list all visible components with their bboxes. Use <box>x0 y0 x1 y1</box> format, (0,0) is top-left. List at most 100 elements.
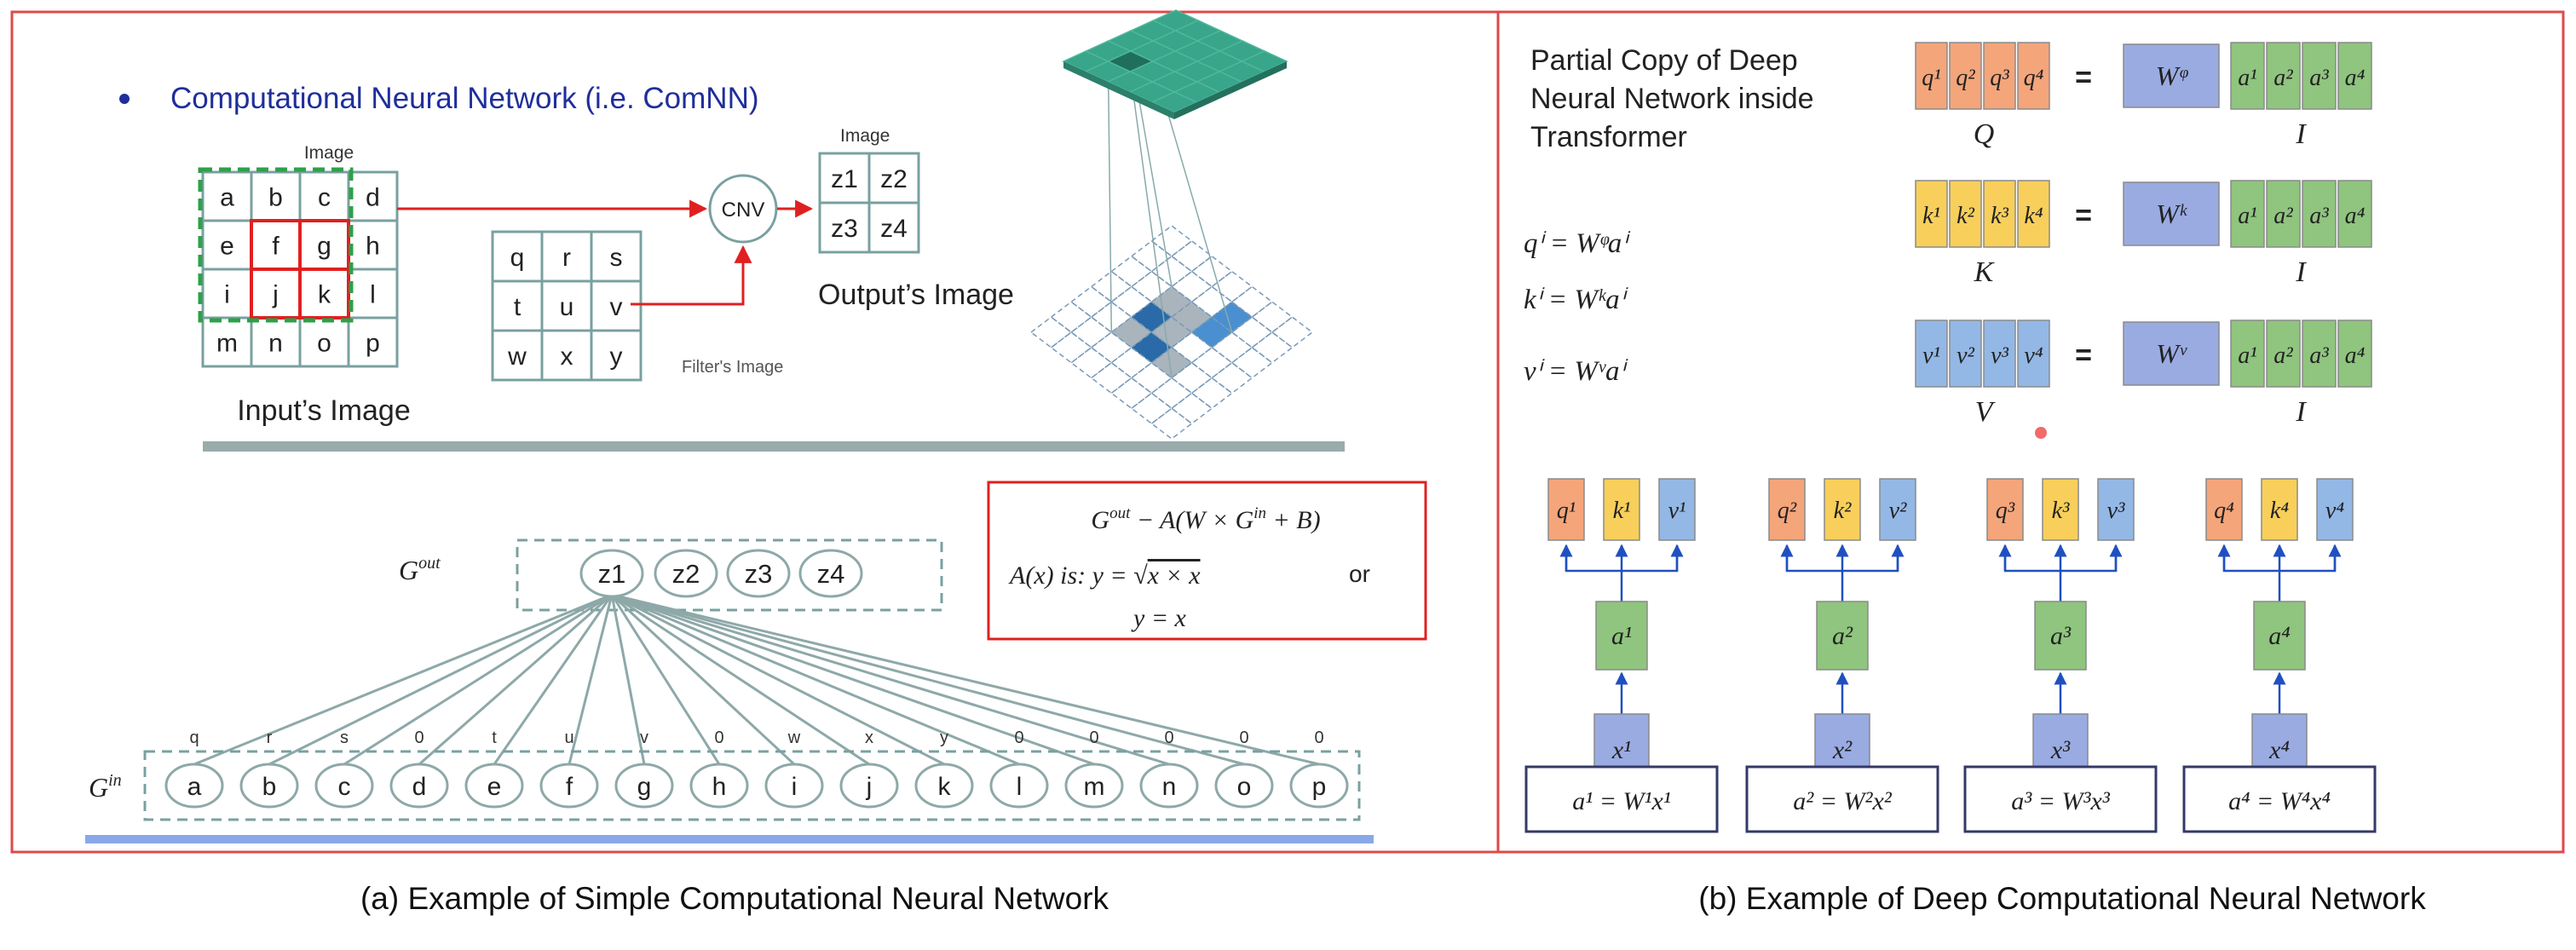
formula-box <box>987 481 1427 641</box>
edge-weight-label: 0 <box>1164 728 1173 747</box>
filter-to-cnv-arrow <box>631 245 752 306</box>
bottom-plane-cell <box>1190 346 1233 379</box>
filter-cell <box>491 230 544 283</box>
bottom-plane-cell <box>1170 392 1213 425</box>
network-edge <box>343 593 613 766</box>
input-image-caption: Input’s Image <box>237 394 411 427</box>
output-cell-label: z4 <box>880 215 908 243</box>
input-matrix-cell-label: a² <box>2273 203 2293 229</box>
input-token-label: x² <box>1832 736 1853 764</box>
matrix-letter: K <box>1974 256 1996 288</box>
weight-matrix-box <box>2123 181 2220 246</box>
value-box-label: v² <box>1889 498 1907 524</box>
input-node-label: d <box>412 773 427 801</box>
bottom-plane-cell <box>1130 301 1173 333</box>
query-box-label: q⁴ <box>2214 498 2234 524</box>
matrix-cell-label: k³ <box>1991 203 2008 229</box>
edge-weight-label: t <box>492 728 497 747</box>
receptive-field-green <box>198 167 354 323</box>
output-image-caption: Output’s Image <box>818 279 1014 311</box>
edge-weight-label: v <box>640 728 648 747</box>
output-node-label: z1 <box>598 559 626 589</box>
embedding-box-label: a⁴ <box>2268 622 2290 650</box>
bottom-plane-cell <box>1210 361 1253 394</box>
input-matrix-cell <box>2266 180 2301 248</box>
right-title: Partial Copy of Deep Neural Network insi… <box>1530 44 1822 153</box>
input-matrix-cell <box>2302 42 2337 110</box>
output-node-label: z2 <box>672 559 700 589</box>
equation-q: qⁱ = Wᵠaⁱ <box>1524 228 1631 259</box>
input-cell-label: l <box>370 281 376 309</box>
bottom-plane-cell <box>1050 331 1092 364</box>
key-box <box>2042 478 2079 541</box>
output-cell-label: z3 <box>831 215 858 243</box>
bottom-plane-cell <box>1150 407 1193 440</box>
left-panel-border <box>10 10 1500 854</box>
input-node <box>914 763 974 809</box>
input-matrix-cell <box>2302 320 2337 388</box>
projection-line <box>1129 71 1173 378</box>
input-cell-label: j <box>272 281 279 309</box>
top-separator-bar <box>203 441 1345 452</box>
input-node-label: c <box>338 773 351 801</box>
query-box <box>1768 478 1806 541</box>
output-image-label: Image <box>840 126 890 146</box>
matrix-cell <box>1983 42 2016 110</box>
query-box <box>1547 478 1585 541</box>
input-node <box>1289 763 1349 809</box>
identity-letter: I <box>2295 256 2307 288</box>
input-matrix-cell-label: a³ <box>2309 203 2329 229</box>
matrix-cell <box>1949 180 1982 248</box>
input-matrix-cell <box>2266 42 2301 110</box>
input-matrix-cell-label: a³ <box>2309 65 2329 91</box>
bottom-plane-cell <box>1130 392 1173 425</box>
input-node <box>1064 763 1124 809</box>
input-matrix-cell <box>2337 180 2372 248</box>
input-matrix-cell <box>2230 320 2265 388</box>
network-edge <box>610 594 721 765</box>
filter-cell-label: u <box>560 293 574 321</box>
input-node-label: e <box>487 773 502 801</box>
input-matrix-cell-label: a¹ <box>2238 65 2256 91</box>
network-edge <box>493 594 614 765</box>
output-cell-label: z1 <box>831 165 858 193</box>
input-matrix-cell <box>2302 180 2337 248</box>
input-cell-label: f <box>272 233 279 261</box>
embedding-equation-label: a² = W²x² <box>1793 787 1893 815</box>
filter-cell-label: x <box>561 343 573 371</box>
matrix-cell <box>2017 320 2050 388</box>
gout-group-box <box>516 538 943 612</box>
edge-weight-label: u <box>564 728 573 747</box>
input-cell-label: p <box>366 330 380 358</box>
input-token-label: x⁴ <box>2268 736 2290 764</box>
cnv-label: CNV <box>722 199 765 222</box>
bottom-plane-cell <box>1069 316 1113 348</box>
formula-or: or <box>1349 561 1370 587</box>
network-edge <box>611 593 1095 766</box>
network-edge <box>268 593 613 766</box>
output-node-label: z4 <box>817 559 845 589</box>
bottom-plane-cell <box>1190 255 1233 288</box>
output-image-grid: z1 z2 z3 z4 <box>818 152 920 254</box>
key-box <box>1603 478 1640 541</box>
input-node-label: j <box>866 773 873 801</box>
input-node <box>389 763 449 809</box>
network-edge <box>611 593 1245 766</box>
input-node <box>239 763 299 809</box>
input-node-label: i <box>792 773 798 801</box>
matrix-cell-label: k² <box>1956 203 1974 229</box>
embedding-box <box>1595 601 1648 671</box>
input-node <box>989 763 1049 809</box>
input-cell-label: e <box>220 233 234 261</box>
input-node <box>1214 763 1274 809</box>
output-cell-label: z2 <box>880 165 908 193</box>
input-cell-label: c <box>318 184 331 212</box>
bottom-plane-cell <box>1271 316 1314 348</box>
weight-matrix-label: Wᵏ <box>2156 199 2188 229</box>
bottom-plane-cell <box>1170 301 1213 333</box>
key-box-label: k³ <box>2052 498 2070 524</box>
network-edges <box>193 593 1320 766</box>
